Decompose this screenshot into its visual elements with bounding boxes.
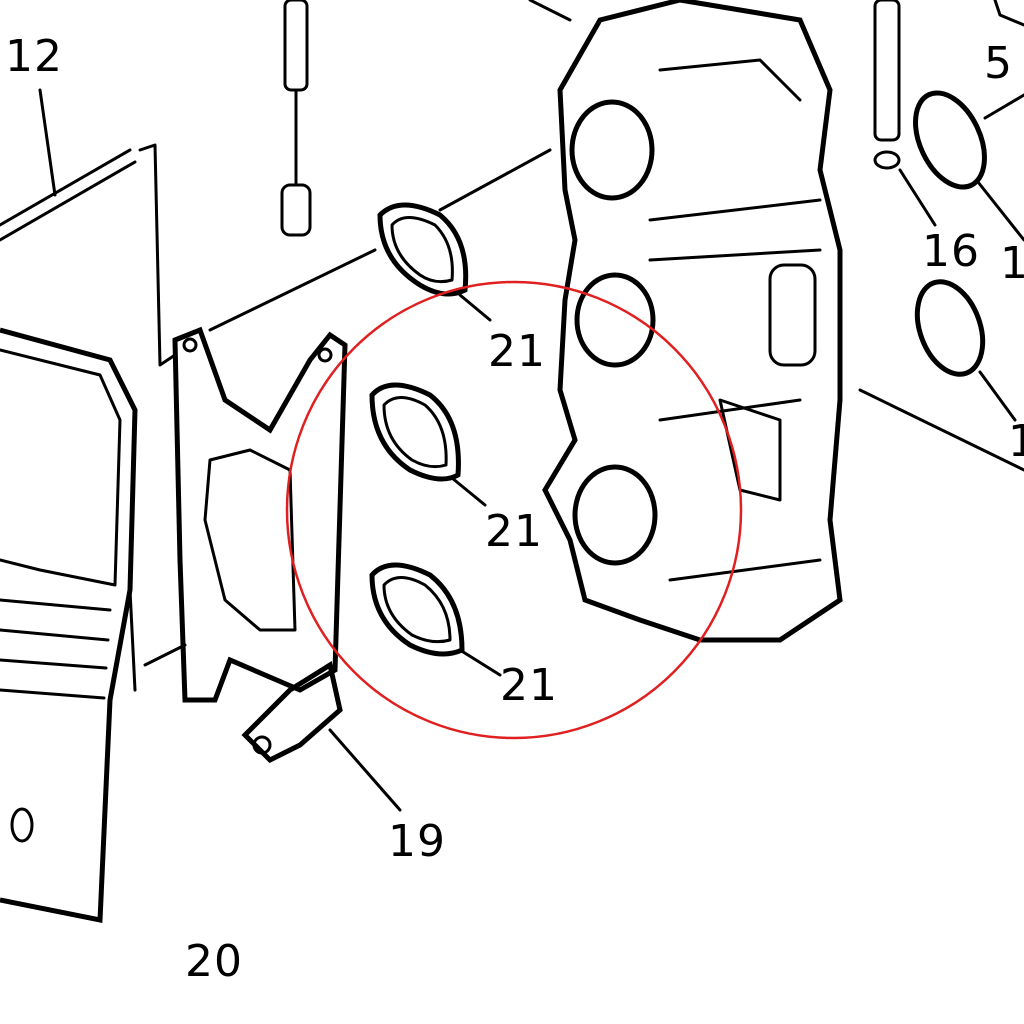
label-part-16: 16 xyxy=(922,226,980,277)
gasket-21-top xyxy=(377,202,492,322)
assembly-lines xyxy=(138,0,1024,667)
stud-12 xyxy=(0,88,137,242)
label-part-21-bottom: 21 xyxy=(500,660,558,711)
label-part-12: 12 xyxy=(5,31,63,82)
pin-16 xyxy=(873,0,937,227)
part-5-bracket xyxy=(993,0,1024,27)
bracket-19 xyxy=(241,661,402,812)
label-part-1: 1 xyxy=(1008,416,1024,467)
gasket-plate xyxy=(172,326,348,703)
highlight-circle xyxy=(285,280,743,740)
o-ring-1 xyxy=(914,279,1017,422)
cylinder-block xyxy=(542,0,843,643)
label-part-21-top: 21 xyxy=(488,326,546,377)
label-part-13: 1 xyxy=(1000,238,1024,289)
gasket-21-middle xyxy=(369,382,487,507)
gasket-21-bottom xyxy=(369,562,502,677)
label-part-20: 20 xyxy=(185,936,243,987)
label-part-19: 19 xyxy=(388,816,446,867)
label-part-21-middle: 21 xyxy=(485,506,543,557)
label-part-5: 5 xyxy=(984,38,1013,89)
linkage-rod xyxy=(280,0,312,237)
cover-20 xyxy=(0,327,138,924)
o-ring-13 xyxy=(913,90,1024,242)
